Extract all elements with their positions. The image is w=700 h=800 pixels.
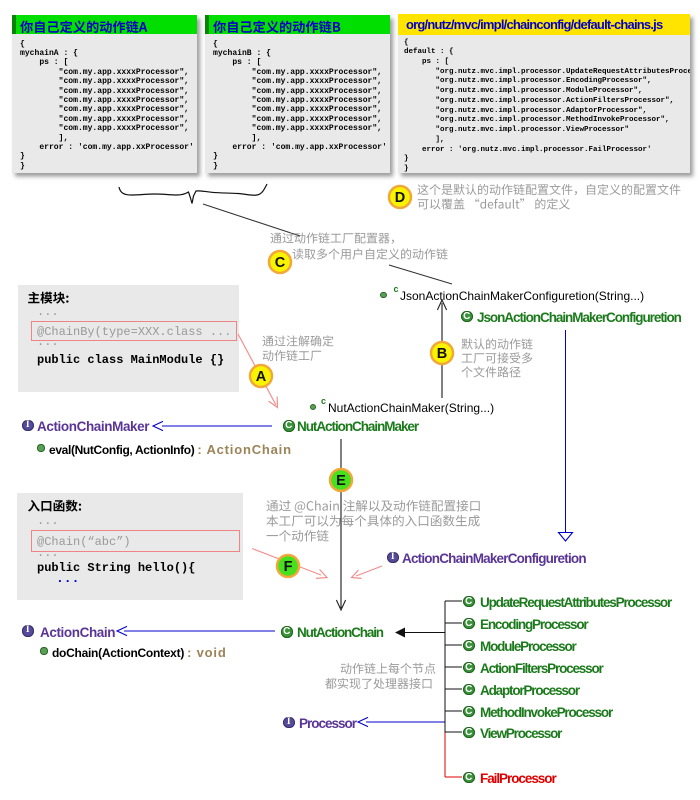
svg-text:A: A (256, 369, 267, 385)
svg-text:B: B (437, 346, 447, 362)
svg-text:E: E (336, 473, 346, 489)
svg-text:D: D (395, 190, 405, 206)
svg-text:C: C (275, 255, 286, 271)
svg-text:F: F (284, 559, 293, 575)
